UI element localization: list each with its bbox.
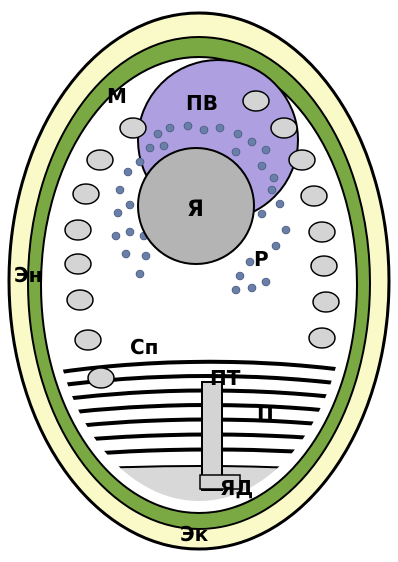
mitochondrion [309,222,335,242]
mitochondrion [243,91,269,111]
polar-tube [202,382,222,490]
mitochondrion [88,368,114,388]
mitochondrion [87,150,113,170]
label-ek: Эк [180,522,209,546]
mitochondrion [73,184,99,204]
mitochondrion [289,150,315,170]
label-r: Р [254,247,269,271]
label-ya: Я [187,197,204,222]
mitochondrion [65,220,91,240]
label-m: М [107,84,127,108]
label-en: Эн [14,263,43,287]
mitochondrion [313,292,339,312]
mitochondrion [67,290,93,310]
label-p: П [257,401,274,425]
mitochondrion [75,330,101,350]
mitochondrion [301,186,327,206]
mitochondrion [271,118,297,138]
mitochondrion [311,256,337,276]
label-yad: ЯД [220,476,253,500]
mitochondrion [65,254,91,274]
label-pt: ПТ [210,366,241,390]
mitochondrion [120,118,146,138]
mitochondrion [309,328,335,348]
label-sp: Сп [130,335,159,359]
label-pv: ПВ [186,91,218,115]
